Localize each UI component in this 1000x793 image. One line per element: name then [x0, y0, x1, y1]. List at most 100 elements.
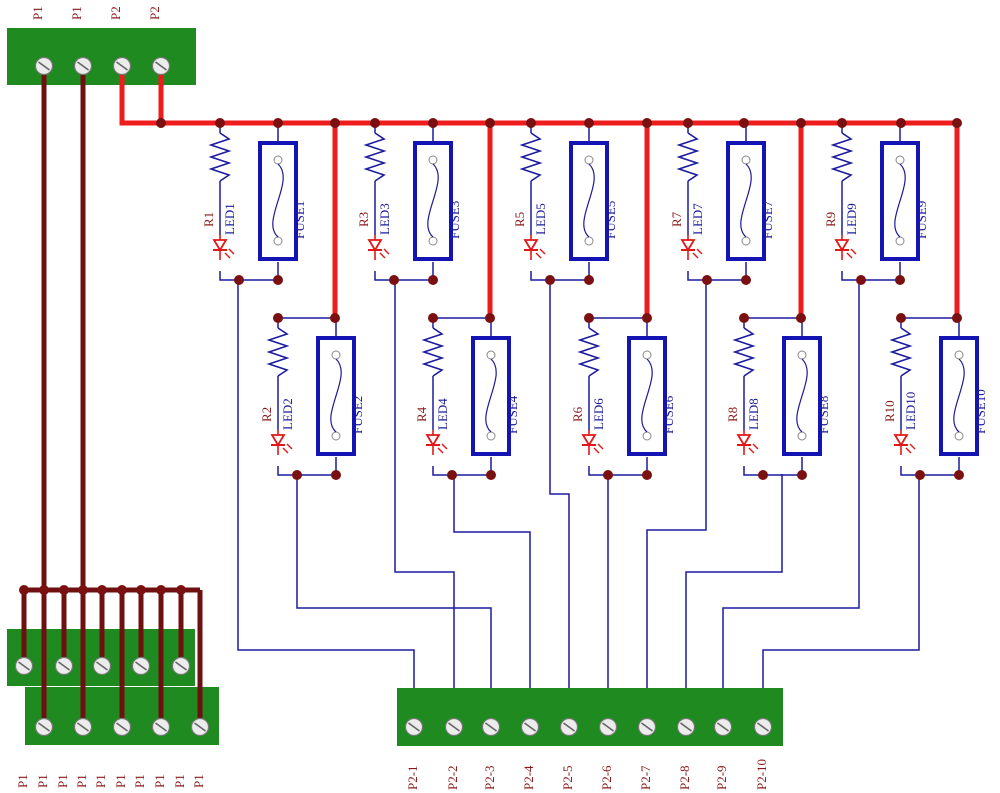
led-label: LED7	[690, 203, 705, 235]
led-label: LED4	[435, 398, 450, 430]
resistor-symbol	[363, 132, 387, 182]
resistor-symbol	[421, 327, 445, 377]
led-symbol	[834, 239, 850, 252]
junction-node	[428, 313, 438, 323]
led-symbol	[212, 239, 228, 252]
resistor-label: R5	[512, 212, 527, 227]
top-terminal-screw	[73, 56, 93, 76]
channel-10	[889, 327, 979, 456]
junction-node	[156, 585, 166, 595]
junction-node	[39, 585, 49, 595]
screw-slot	[77, 61, 89, 71]
fuse-contact	[642, 350, 652, 360]
junction-node	[702, 275, 712, 285]
led-emit-arrow	[535, 252, 542, 259]
channel-7	[676, 132, 766, 261]
output-terminal-screw	[713, 717, 733, 737]
output-terminal-screw	[598, 717, 618, 737]
led-emit-arrow	[752, 443, 759, 450]
left-terminal-screw	[92, 656, 112, 676]
led-emit-arrow	[286, 443, 293, 450]
fuse-element	[796, 358, 808, 433]
resistor-label: R6	[570, 406, 585, 422]
fuse-label: FUSE3	[447, 201, 462, 239]
junction-node	[370, 118, 380, 128]
fuse-contact	[797, 350, 807, 360]
output-pin-label: P2-5	[560, 765, 575, 790]
junction-node	[915, 470, 925, 480]
led-symbol	[523, 239, 539, 252]
top-terminal-screw	[112, 56, 132, 76]
junction-node	[330, 118, 340, 128]
fuse-element	[894, 163, 906, 238]
fuse-element	[953, 358, 965, 433]
channel-1	[208, 132, 298, 261]
left-pin-label: P1	[152, 774, 167, 788]
left-terminal-screw	[131, 656, 151, 676]
output-route	[394, 280, 455, 688]
led-emit-arrow	[692, 252, 699, 259]
output-route	[549, 280, 570, 688]
junction-node	[215, 118, 225, 128]
left-terminal-screw	[112, 717, 132, 737]
screw-slot	[38, 722, 50, 732]
resistor-label: R1	[201, 212, 216, 227]
junction-node	[428, 275, 438, 285]
fuse-contact	[895, 236, 905, 246]
output-terminal-screw	[676, 717, 696, 737]
output-pin-label: P2-7	[638, 765, 653, 790]
fuse-label: FUSE5	[603, 201, 618, 239]
junction-node	[952, 118, 962, 128]
output-terminal-screw	[444, 717, 464, 737]
left-pin-label: P1	[55, 774, 70, 788]
resistor-label: R2	[259, 407, 274, 422]
resistor-symbol	[732, 327, 756, 377]
fuse-element	[641, 358, 653, 433]
channel-8	[732, 327, 822, 456]
junction-node	[19, 585, 29, 595]
components	[208, 132, 979, 456]
junction-node	[428, 118, 438, 128]
junction-node	[954, 470, 964, 480]
screw-slot	[116, 722, 128, 732]
resistor-symbol	[266, 327, 290, 377]
screw-slot	[757, 722, 769, 732]
junction-node	[758, 470, 768, 480]
screw-slot	[175, 661, 187, 671]
screw-slot	[38, 61, 50, 71]
junction-node	[584, 118, 594, 128]
junction-node	[952, 313, 962, 323]
junction-node	[896, 313, 906, 323]
fuse-label: FUSE7	[760, 200, 775, 239]
fuse-element	[485, 358, 497, 433]
power-bus-main	[119, 66, 957, 126]
output-pin-label: P2-8	[677, 765, 692, 790]
resistor-label: R3	[356, 212, 371, 227]
output-route	[296, 474, 492, 688]
top-pin-label: P1	[69, 6, 84, 20]
resistor-label: R4	[414, 406, 429, 422]
fuse-contact	[797, 431, 807, 441]
screw-slot	[116, 61, 128, 71]
top-pin-label: P2	[108, 6, 123, 20]
junction-node	[642, 470, 652, 480]
screw-slot	[155, 722, 167, 732]
top-terminal-screw	[151, 56, 171, 76]
channel-output-wire	[277, 457, 337, 476]
junction-node	[856, 275, 866, 285]
fuse-contact	[486, 431, 496, 441]
output-terminal-screw	[559, 717, 579, 737]
left-pin-label: P1	[132, 774, 147, 788]
junction-node	[526, 118, 536, 128]
output-pin-label: P2-1	[405, 765, 420, 790]
top-terminal-screw	[34, 56, 54, 76]
channel-6	[577, 327, 667, 456]
fuse-contact	[954, 431, 964, 441]
fuse-element	[583, 163, 595, 238]
junction-node	[59, 585, 69, 595]
led-symbol	[270, 434, 286, 447]
led-symbol	[736, 434, 752, 447]
led-label: LED10	[903, 392, 918, 430]
screw-slot	[194, 722, 206, 732]
junction-node	[603, 470, 613, 480]
